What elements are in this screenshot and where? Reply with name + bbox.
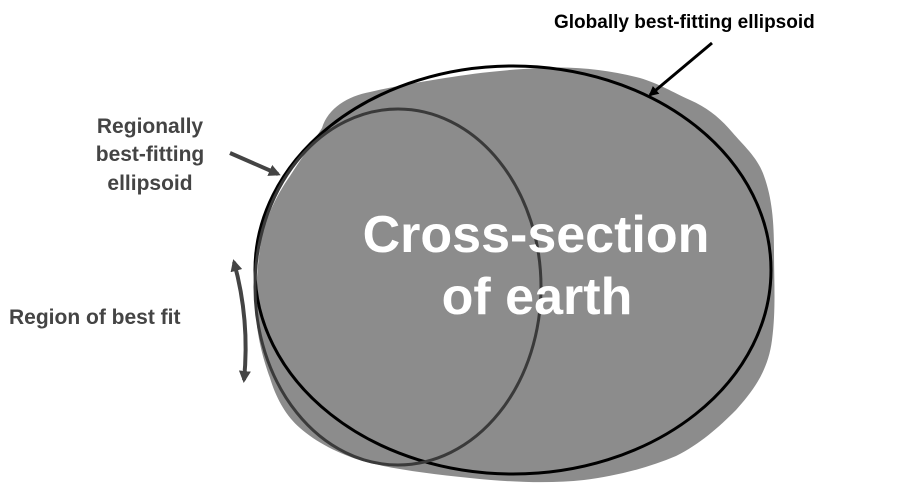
regional-ellipsoid-label-line1: Regionally (97, 115, 204, 138)
global-label-arrow (648, 41, 713, 97)
global-ellipsoid-label: Globally best-fitting ellipsoid (554, 12, 815, 33)
regional-ellipsoid-label-line2: best-fitting (96, 143, 204, 166)
earth-cross-section-shape (256, 67, 775, 483)
regional-label-arrow (229, 151, 281, 176)
region-of-best-fit-label: Region of best fit (9, 306, 181, 329)
center-title-line1: Cross-section (363, 206, 710, 264)
regional-ellipsoid-outline (253, 107, 543, 467)
region-of-best-fit-arrow (230, 259, 251, 383)
center-title-line2: of earth (442, 268, 633, 326)
regional-ellipsoid-label-line3: ellipsoid (107, 172, 192, 195)
